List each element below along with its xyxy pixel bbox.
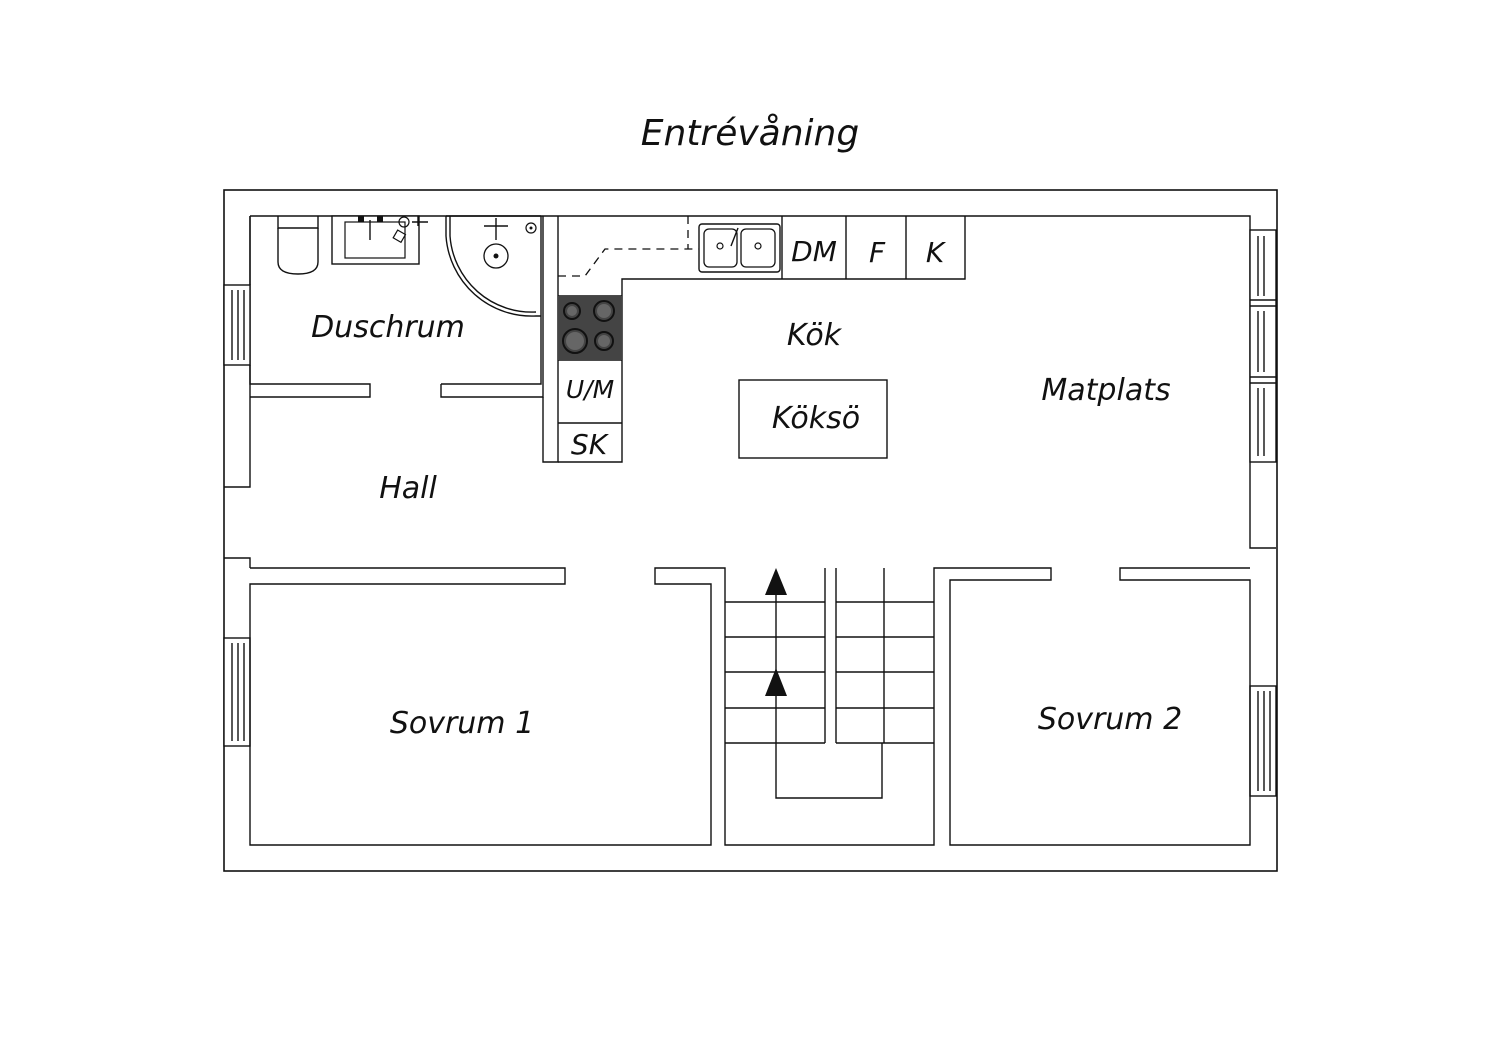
stair-arrow-icon: [765, 668, 787, 696]
stair-arrow-icon: [765, 568, 787, 595]
window-icon: [223, 284, 251, 366]
window-icon: [223, 637, 251, 747]
room-label-sovrum1: Sovrum 1: [390, 706, 534, 741]
room-label-duschrum: Duschrum: [311, 310, 465, 345]
room-label-sovrum2: Sovrum 2: [1038, 702, 1182, 737]
washbasin-icon: [331, 215, 428, 265]
fixture-label-koksö: Köksö: [772, 401, 860, 436]
kitchen-counter-dashed: [558, 216, 700, 277]
kitchen-island: [738, 379, 888, 459]
toilet-icon: [277, 216, 319, 275]
room-label-hall: Hall: [379, 471, 437, 506]
shower-icon: [445, 215, 541, 317]
window-icon: [1249, 685, 1277, 797]
window-icon: [1249, 229, 1277, 463]
room-label-kok: Kök: [787, 318, 843, 353]
sink-icon: [698, 223, 781, 273]
fixture-label-f: F: [869, 236, 886, 269]
fixture-label-sk: SK: [571, 428, 610, 461]
outer-wall: [223, 189, 1278, 872]
fixture-label-dm: DM: [791, 235, 837, 268]
staircase: [725, 568, 934, 799]
stove-icon: [558, 296, 622, 360]
room-label-matplats: Matplats: [1041, 373, 1170, 408]
bedroom-wall: [249, 567, 1251, 846]
floor-title: Entrévåning: [641, 113, 859, 154]
fixture-label-k: K: [926, 236, 947, 269]
fixture-label-um: U/M: [566, 375, 614, 404]
